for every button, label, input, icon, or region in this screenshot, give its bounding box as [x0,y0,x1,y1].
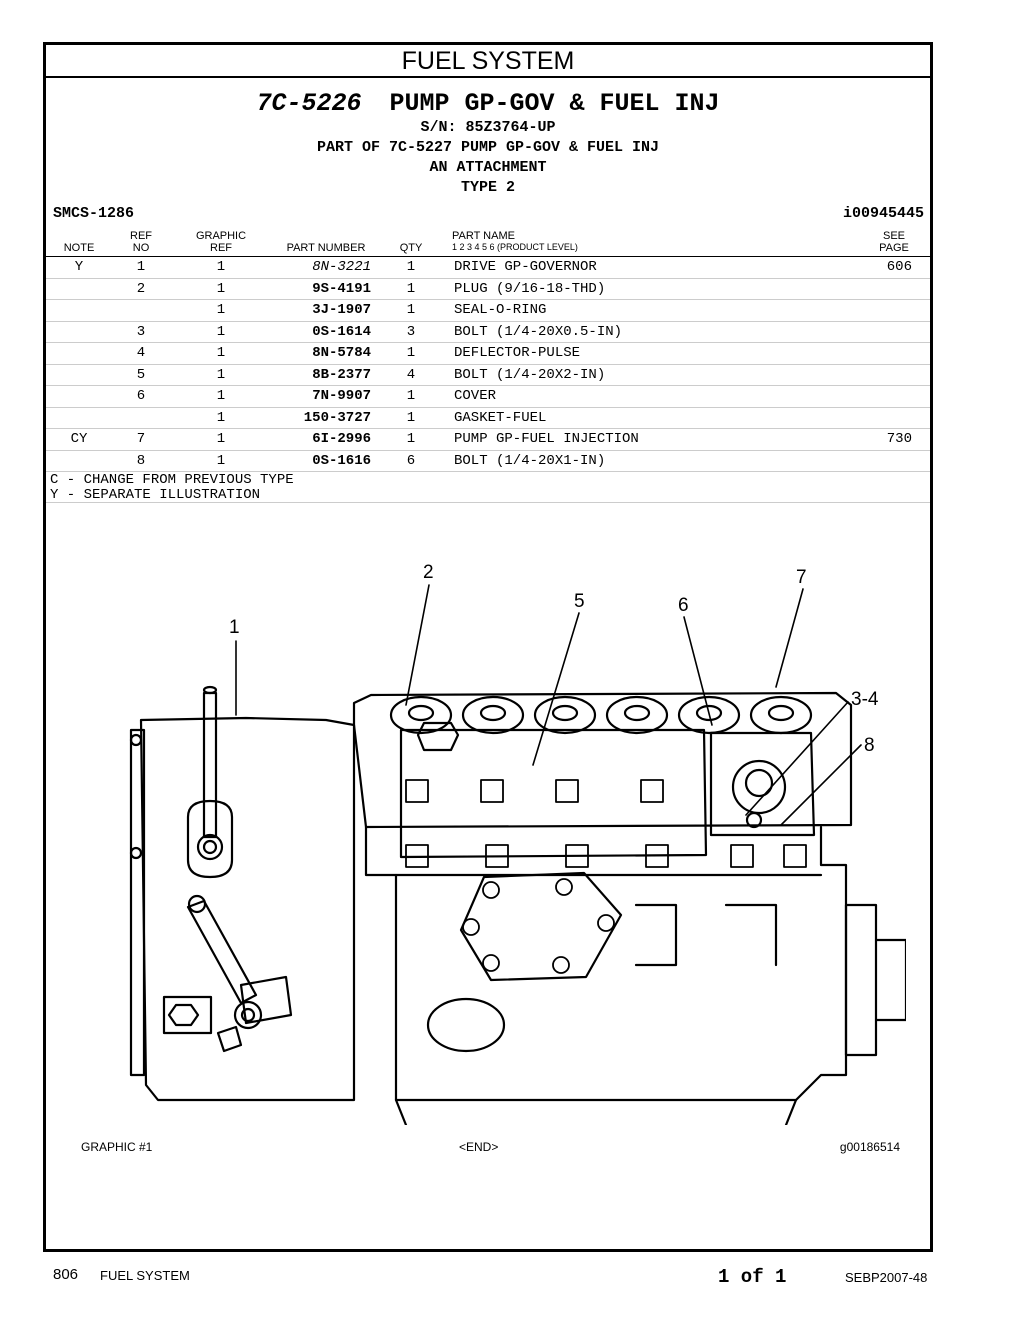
callout-8: 8 [864,735,875,756]
callout-2: 2 [423,562,434,583]
attachment: AN ATTACHMENT [429,159,547,176]
section-title: FUEL SYSTEM [46,45,930,78]
fuel-pump-illustration: 1 2 5 6 7 3-4 8 [129,562,906,1125]
col-product-levels: 1 2 3 4 5 6 (PRODUCT LEVEL) [452,242,578,252]
serial-number: S/N: 85Z3764-UP [420,119,556,136]
end-label: <END> [459,1140,499,1154]
legend-change: C - CHANGE FROM PREVIOUS TYPE [50,472,294,488]
graphic-id: g00186514 [839,1140,900,1154]
legend-rule [46,502,930,503]
smcs-code: SMCS-1286 [53,205,135,222]
footer-doc-id: SEBP2007-48 [845,1270,928,1285]
col-part-number: PART NUMBER [286,242,366,254]
header-rule [46,256,930,257]
footer-page-number: 806 [53,1266,79,1283]
col-qty: QTY [399,242,423,254]
callout-7: 7 [796,567,807,588]
col-note: NOTE [63,242,95,254]
illustration-id: i00945445 [842,205,924,222]
group-heading: 7C-5226 PUMP GP-GOV & FUEL INJ [46,89,930,118]
callout-6: 6 [678,595,689,616]
callout-5: 5 [574,591,585,612]
callout-1: 1 [229,617,240,638]
legend: C - CHANGE FROM PREVIOUS TYPE Y - SEPARA… [50,473,294,503]
group-part-number: 7C-5226 [256,89,362,118]
graphic-label: GRAPHIC #1 [81,1140,153,1154]
legend-separate: Y - SEPARATE ILLUSTRATION [50,487,261,503]
type: TYPE 2 [460,179,515,196]
col-part-name: PART NAME [452,230,515,242]
page-frame: FUEL SYSTEM 7C-5226 PUMP GP-GOV & FUEL IN… [43,42,933,1252]
footer-section: FUEL SYSTEM [100,1268,190,1283]
callout-3-4: 3-4 [851,689,879,710]
group-name: PUMP GP-GOV & FUEL INJ [389,89,720,118]
footer-page-of: 1 of 1 [718,1266,787,1288]
part-of: PART OF 7C-5227 PUMP GP-GOV & FUEL INJ [316,139,660,156]
